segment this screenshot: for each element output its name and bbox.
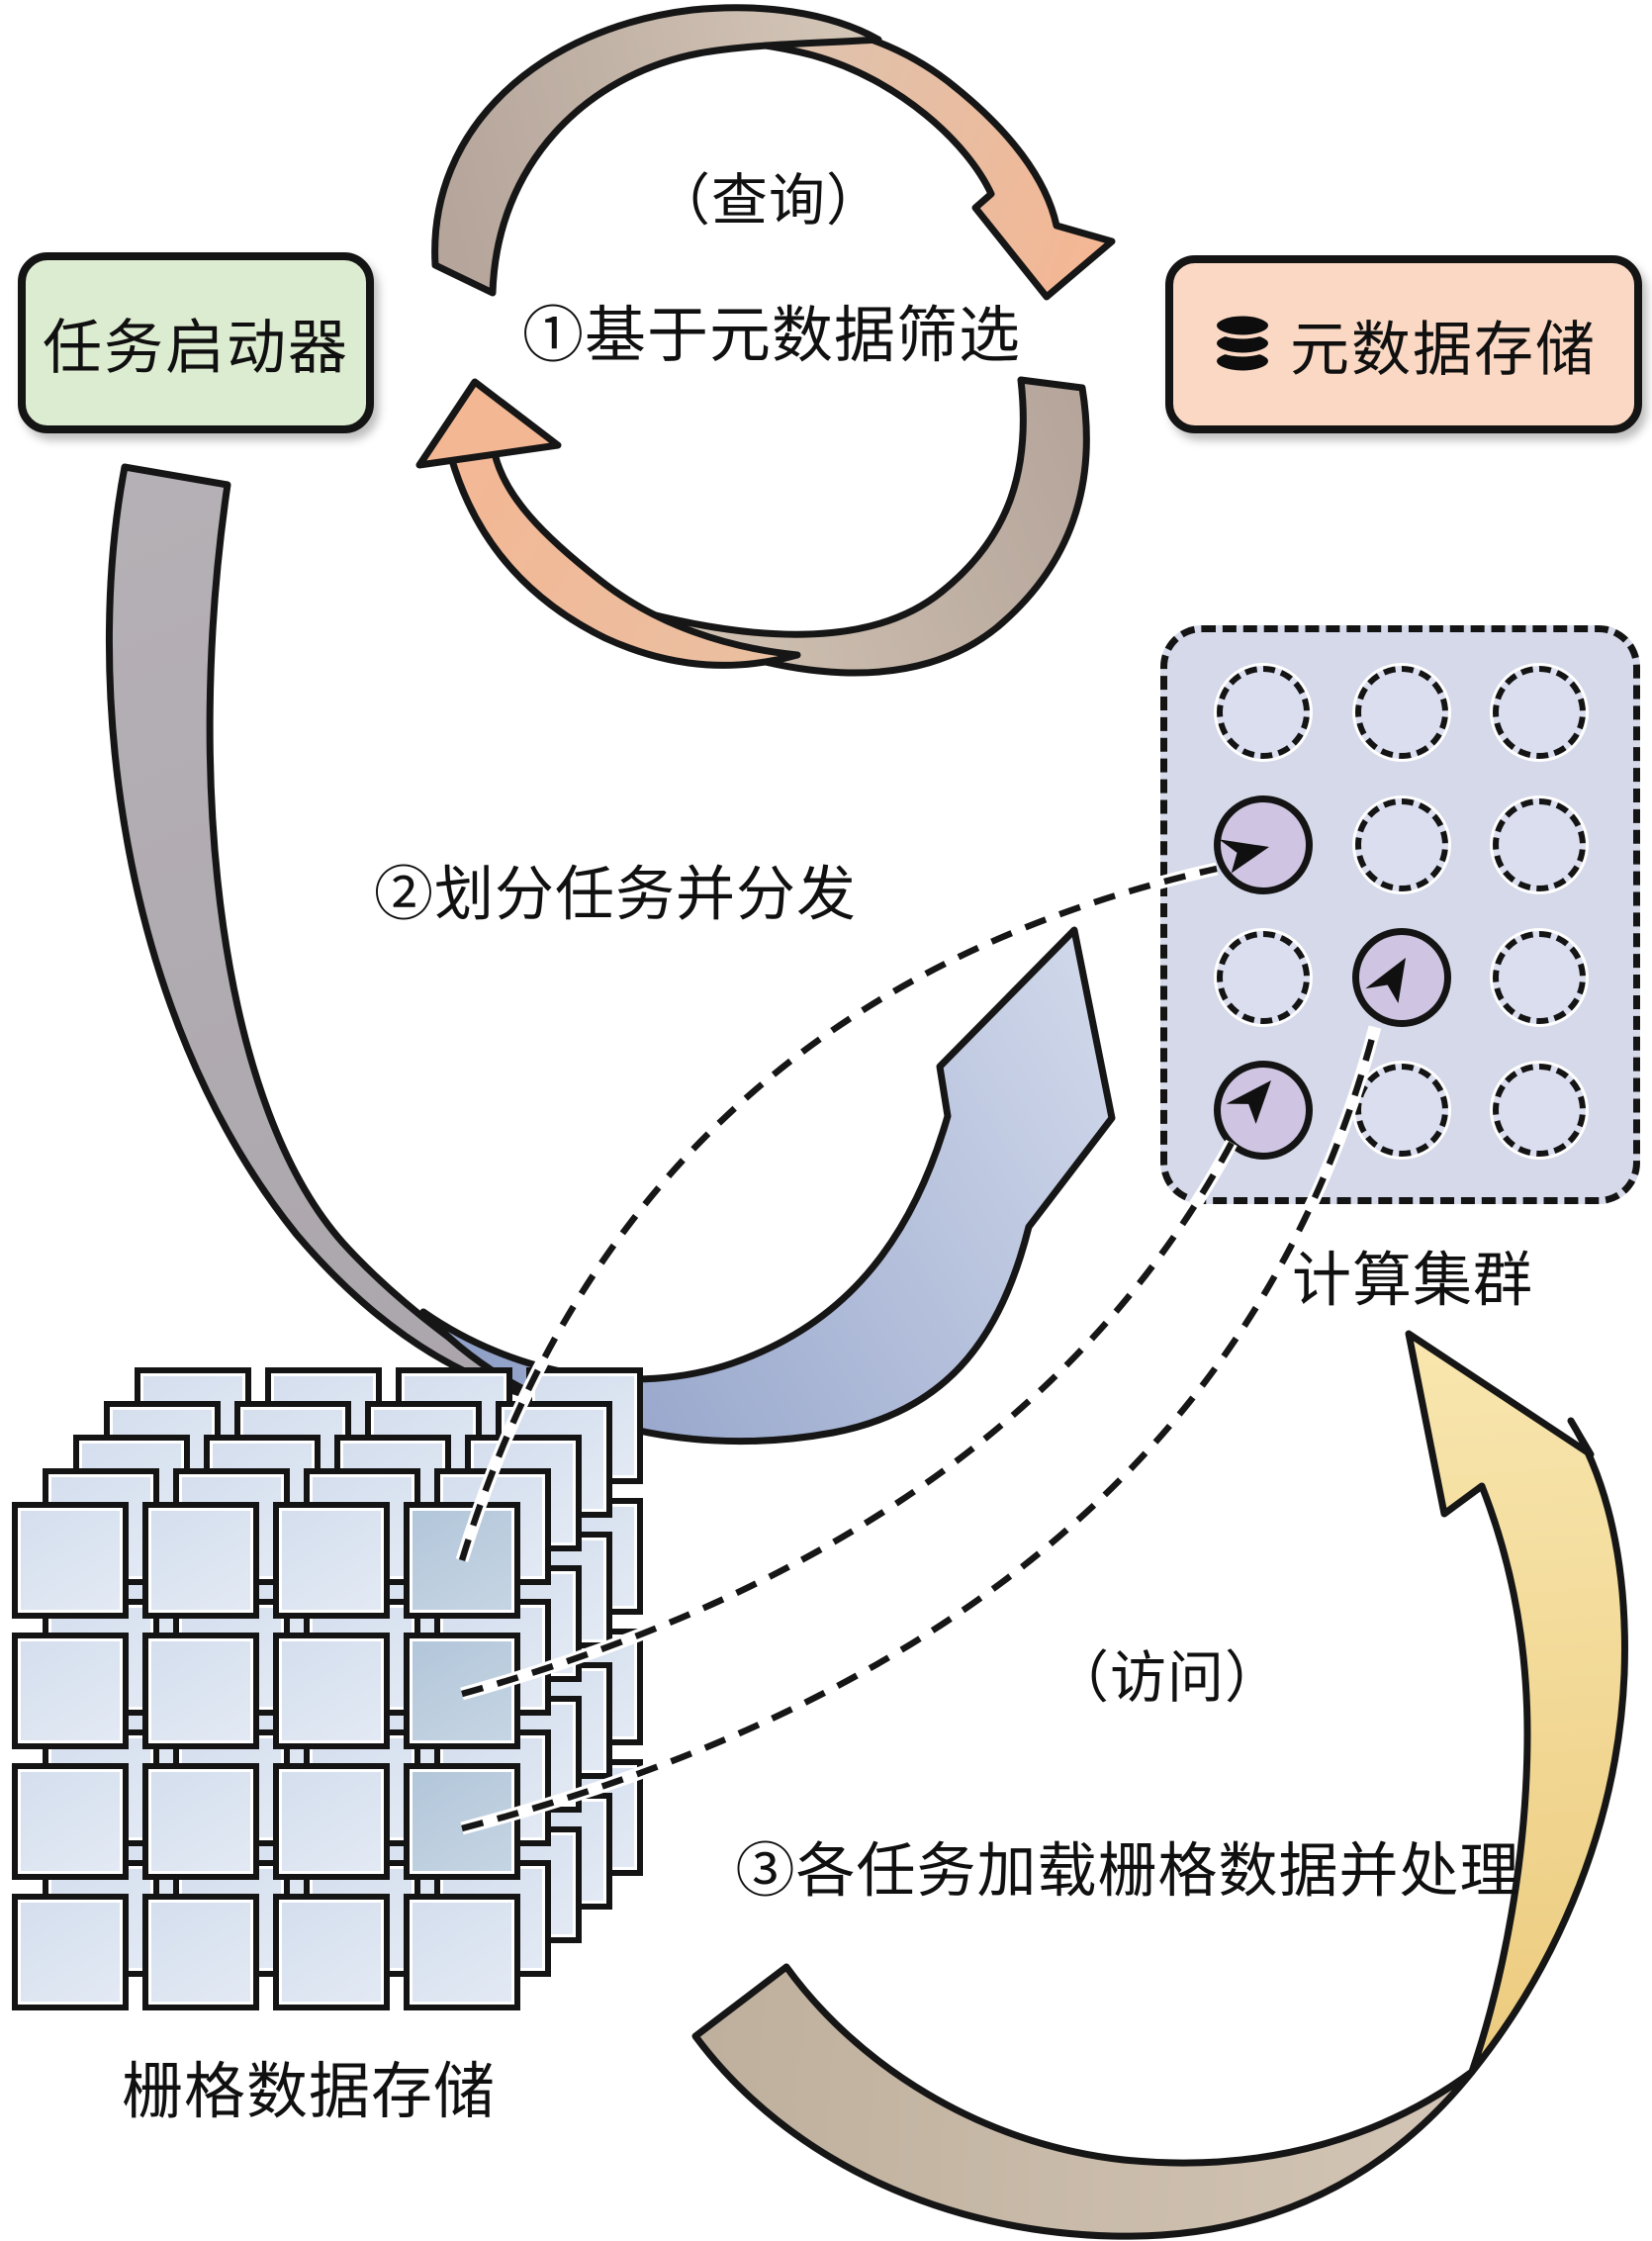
cluster-node-idle — [1493, 931, 1586, 1024]
raster-layer — [12, 1502, 520, 2010]
cycle-response-head-band — [447, 449, 801, 669]
raster-cell — [273, 1633, 390, 1749]
dispatch-blue-arrow — [419, 926, 1116, 1446]
node-task-launcher: 任务启动器 — [18, 252, 374, 433]
cluster-node-idle — [1354, 1064, 1448, 1157]
raster-cell — [273, 1763, 390, 1880]
cursor-icon — [1365, 958, 1406, 1004]
task-link-2 — [461, 1141, 1235, 1698]
cursor-icon — [1226, 1080, 1271, 1124]
raster-cell — [12, 1633, 129, 1749]
access-annotation: （访问） — [1053, 1647, 1282, 1710]
node-metadata-store: 元数据存储 — [1165, 255, 1642, 433]
node-raster-store — [12, 1367, 645, 2012]
task-link-lines — [458, 865, 1379, 1832]
compute-cluster-label: 计算集群 — [1292, 1248, 1533, 1314]
cluster-node-idle — [1354, 666, 1448, 759]
node-compute-cluster — [1160, 625, 1640, 1204]
metadata-store-label: 元数据存储 — [1290, 317, 1597, 383]
raster-cell — [12, 1502, 129, 1619]
step2-label: ②划分任务并分发 — [374, 862, 857, 928]
cluster-node-idle — [1354, 798, 1448, 891]
raster-cell — [273, 1894, 390, 2010]
raster-cell — [12, 1763, 129, 1880]
cursor-icons — [1219, 839, 1406, 1124]
step1-label: ①基于元数据筛选 — [521, 303, 1022, 370]
load-sand-band — [691, 1963, 1476, 2240]
cluster-node-idle — [1217, 666, 1310, 759]
cluster-node-idle — [1493, 798, 1586, 891]
cycle-query-tail-band — [431, 4, 882, 297]
step3-label: ③各任务加载栅格数据并处理 — [735, 1838, 1520, 1905]
raster-cell — [404, 1894, 520, 2010]
task-link-halos — [455, 862, 1382, 1835]
cluster-node-idle — [1493, 1064, 1586, 1157]
cluster-node-active — [1214, 795, 1313, 894]
cursor-icon — [1219, 839, 1269, 874]
raster-cell — [142, 1633, 259, 1749]
query-annotation: （查询） — [654, 170, 883, 233]
cluster-node-idle — [1493, 666, 1586, 759]
raster-cell — [273, 1502, 390, 1619]
cluster-node-active — [1351, 928, 1451, 1027]
cycle-response-arrowhead — [415, 378, 562, 469]
raster-cell — [142, 1763, 259, 1880]
database-icon — [1213, 313, 1272, 375]
load-yellow-arrow — [1405, 1330, 1628, 2076]
raster-store-label: 栅格数据存储 — [121, 2059, 497, 2126]
raster-cell — [12, 1894, 129, 2010]
task-launcher-label: 任务启动器 — [43, 316, 349, 381]
task-link-1 — [458, 865, 1218, 1561]
task-link-3 — [461, 1026, 1379, 1832]
raster-cell — [142, 1502, 259, 1619]
cluster-node-idle — [1217, 931, 1310, 1024]
raster-cell — [142, 1894, 259, 2010]
